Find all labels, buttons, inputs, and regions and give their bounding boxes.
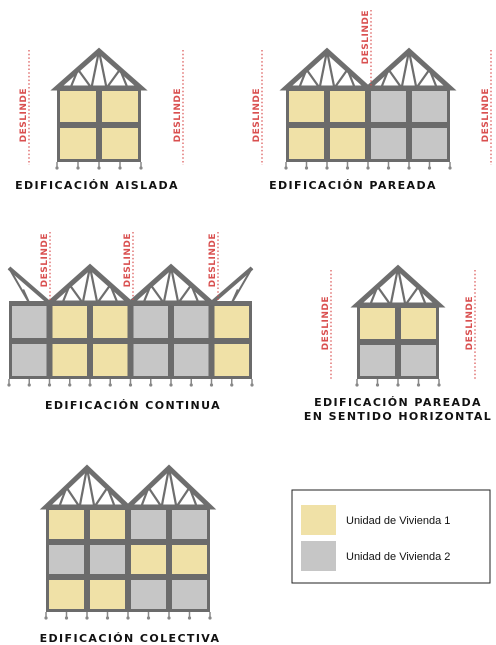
roof-truss	[50, 47, 148, 91]
housing-unit-cell	[133, 306, 168, 338]
housing-unit-cell	[60, 91, 96, 122]
roof-truss	[121, 464, 217, 510]
boundary-label: DESLINDE	[40, 233, 50, 287]
legend-swatch-vivienda-2	[301, 541, 336, 571]
roof-truss-partial	[210, 266, 254, 305]
boundary-label: DESLINDE	[173, 88, 183, 142]
boundary-marker: DESLINDE	[252, 50, 263, 165]
boundary-marker: DESLINDE	[361, 10, 372, 88]
roof-truss	[279, 47, 375, 91]
boundary-label: DESLINDE	[481, 88, 491, 142]
foundation-markers	[55, 162, 143, 170]
housing-unit-cell	[330, 91, 365, 122]
housing-unit-cell	[174, 306, 209, 338]
housing-unit-cell	[401, 345, 436, 376]
housing-unit-cell	[174, 344, 209, 376]
housing-unit-cell	[133, 344, 168, 376]
legend-swatch-vivienda-1	[301, 505, 336, 535]
housing-unit-cell	[289, 128, 324, 159]
housing-unit-cell	[289, 91, 324, 122]
building-pareada-horizontal	[350, 264, 446, 387]
boundary-label: DESLINDE	[208, 233, 218, 287]
housing-unit-cell	[131, 545, 166, 574]
foundation-markers	[355, 379, 441, 387]
housing-unit-cell	[49, 510, 84, 539]
housing-unit-cell	[360, 345, 395, 376]
housing-unit-cell	[90, 510, 125, 539]
caption-aislada: EDIFICACIÓN AISLADA	[15, 179, 179, 192]
housing-unit-cell	[214, 344, 249, 376]
boundary-marker: DESLINDE	[40, 232, 51, 300]
boundary-label: DESLINDE	[465, 296, 475, 350]
housing-unit-cell	[90, 545, 125, 574]
housing-unit-cell	[412, 91, 447, 122]
boundary-label: DESLINDE	[321, 296, 331, 350]
roof-truss	[123, 263, 219, 306]
housing-unit-cell	[371, 91, 406, 122]
housing-unit-cell	[360, 308, 395, 339]
housing-unit-cell	[172, 510, 207, 539]
boundary-label: DESLINDE	[19, 88, 29, 142]
caption-continua: EDIFICACIÓN CONTINUA	[45, 399, 221, 412]
housing-unit-cell	[52, 344, 87, 376]
foundation-markers	[7, 379, 254, 387]
building-aislada	[50, 47, 148, 170]
boundary-label: DESLINDE	[361, 10, 371, 64]
boundary-marker: DESLINDE	[321, 270, 332, 380]
boundary-label: DESLINDE	[252, 88, 262, 142]
housing-unit-cell	[12, 306, 47, 338]
housing-unit-cell	[49, 545, 84, 574]
housing-unit-cell	[49, 580, 84, 609]
housing-unit-cell	[60, 128, 96, 159]
housing-unit-cell	[172, 545, 207, 574]
housing-unit-cell	[214, 306, 249, 338]
boundary-marker: DESLINDE	[19, 50, 30, 165]
boundary-marker: DESLINDE	[481, 50, 492, 165]
housing-unit-cell	[102, 91, 138, 122]
roof-truss	[39, 464, 135, 510]
boundary-marker: DESLINDE	[208, 232, 219, 300]
housing-unit-cell	[90, 580, 125, 609]
housing-unit-cell	[93, 344, 128, 376]
caption-pareada-horizontal-2: EN SENTIDO HORIZONTAL	[304, 410, 492, 423]
housing-unit-cell	[131, 510, 166, 539]
roof-truss	[42, 263, 138, 306]
roof-truss	[361, 47, 457, 91]
housing-unit-cell	[401, 308, 436, 339]
housing-unit-cell	[131, 580, 166, 609]
building-pareada	[279, 47, 457, 170]
roof-truss	[350, 264, 446, 308]
roof-truss-partial	[7, 266, 51, 305]
housing-unit-cell	[412, 128, 447, 159]
legend-label-vivienda-2: Unidad de Vivienda 2	[346, 551, 450, 563]
building-colectiva	[39, 464, 217, 620]
building-continua	[7, 263, 254, 387]
housing-unit-cell	[52, 306, 87, 338]
boundary-marker: DESLINDE	[173, 50, 184, 165]
building-frame	[9, 303, 252, 379]
boundary-marker: DESLINDE	[465, 270, 476, 380]
housing-unit-cell	[12, 344, 47, 376]
foundation-markers	[44, 612, 212, 620]
caption-pareada: EDIFICACIÓN PAREADA	[269, 179, 437, 192]
caption-pareada-horizontal-1: EDIFICACIÓN PAREADA	[314, 396, 482, 409]
legend-label-vivienda-1: Unidad de Vivienda 1	[346, 515, 450, 527]
foundation-markers	[284, 162, 452, 170]
legend: Unidad de Vivienda 1 Unidad de Vivienda …	[291, 489, 491, 584]
housing-unit-cell	[172, 580, 207, 609]
boundary-label: DESLINDE	[123, 233, 133, 287]
boundary-marker: DESLINDE	[123, 232, 134, 300]
caption-colectiva: EDIFICACIÓN COLECTIVA	[40, 632, 221, 645]
housing-unit-cell	[102, 128, 138, 159]
housing-unit-cell	[93, 306, 128, 338]
housing-unit-cell	[371, 128, 406, 159]
housing-unit-cell	[330, 128, 365, 159]
